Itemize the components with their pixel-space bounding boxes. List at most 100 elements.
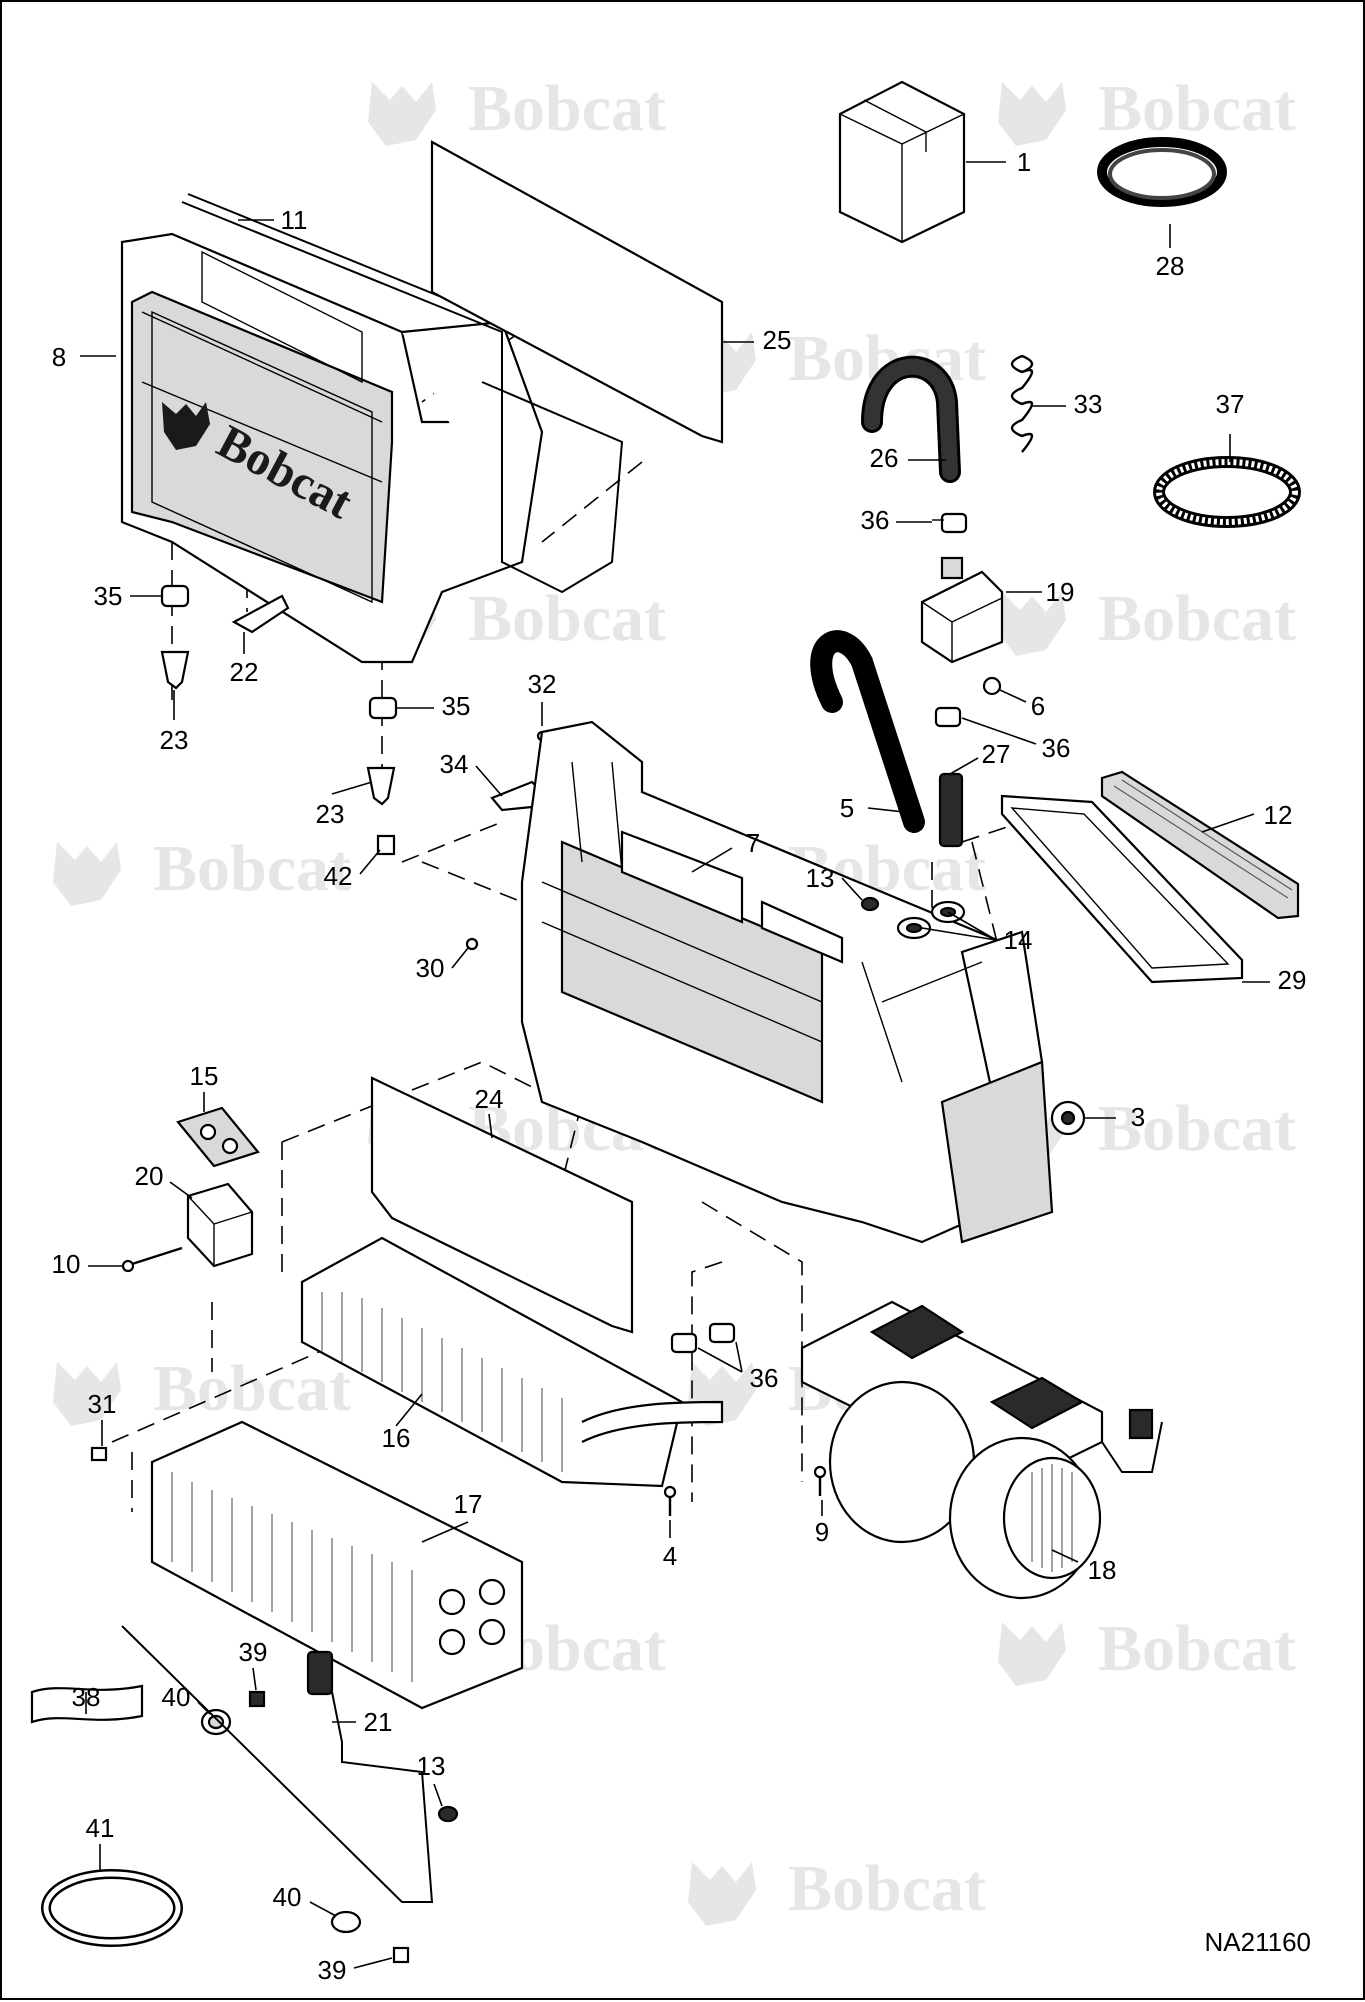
callout-10: 10 bbox=[52, 1249, 81, 1279]
callout-17: 17 bbox=[454, 1489, 483, 1519]
part-41-foam-roll bbox=[41, 1869, 183, 1947]
callout-33: 33 bbox=[1074, 389, 1103, 419]
callout-12: 12 bbox=[1264, 800, 1293, 830]
callout-35: 35 bbox=[442, 691, 471, 721]
callout-6: 6 bbox=[1031, 691, 1045, 721]
part-33-spring bbox=[1010, 354, 1034, 453]
part-20-expansion-valve bbox=[186, 1182, 254, 1268]
part-37-braided-gasket bbox=[1153, 456, 1301, 528]
callout-1: 1 bbox=[1017, 147, 1031, 177]
callout-23: 23 bbox=[316, 799, 345, 829]
part-42-fastener bbox=[376, 834, 396, 856]
callout-22: 22 bbox=[230, 657, 259, 687]
callout-4: 4 bbox=[663, 1541, 677, 1571]
callout-8: 8 bbox=[52, 342, 66, 372]
part-31-clip bbox=[90, 1446, 108, 1462]
callout-34: 34 bbox=[440, 749, 469, 779]
callout-42: 42 bbox=[324, 861, 353, 891]
callout-30: 30 bbox=[416, 953, 445, 983]
part-1-box bbox=[838, 80, 966, 244]
part-39-pad-lower bbox=[392, 1946, 410, 1964]
callout-27: 27 bbox=[982, 739, 1011, 769]
callout-38: 38 bbox=[72, 1682, 101, 1712]
callout-3: 3 bbox=[1131, 1102, 1145, 1132]
part-25-filter-pad bbox=[430, 140, 724, 444]
part-40-clamp-lower bbox=[330, 1910, 362, 1934]
watermark: Bobcat bbox=[53, 832, 351, 906]
callout-19: 19 bbox=[1046, 577, 1075, 607]
part-27-hose bbox=[938, 772, 964, 848]
callout-7: 7 bbox=[746, 828, 760, 858]
callout-11: 11 bbox=[281, 205, 308, 235]
callout-36: 36 bbox=[1042, 733, 1071, 763]
svg-text:Bobcat: Bobcat bbox=[153, 832, 351, 905]
callout-28: 28 bbox=[1156, 251, 1185, 281]
part-15-gasket bbox=[176, 1106, 260, 1168]
watermark: Bobcat bbox=[998, 582, 1296, 656]
callout-20: 20 bbox=[135, 1161, 164, 1191]
part-21-sensor bbox=[121, 1625, 434, 1903]
callout-5: 5 bbox=[840, 793, 854, 823]
watermark: Bobcat bbox=[368, 72, 666, 146]
part-36-clamp-mid bbox=[934, 706, 962, 728]
callout-37: 37 bbox=[1216, 389, 1245, 419]
callout-9: 9 bbox=[815, 1517, 829, 1547]
part-19-valve bbox=[920, 556, 1004, 664]
part-7-main-housing bbox=[520, 720, 1054, 1244]
callout-41: 41 bbox=[86, 1813, 115, 1843]
part-39-pad-upper bbox=[248, 1690, 266, 1708]
part-10-bolt bbox=[121, 1246, 183, 1273]
part-23-plug-mid bbox=[366, 766, 396, 806]
part-22-clip bbox=[231, 594, 290, 634]
callout-21: 21 bbox=[364, 1707, 393, 1737]
callout-35: 35 bbox=[94, 581, 123, 611]
callout-16: 16 bbox=[382, 1423, 411, 1453]
part-24-filter-panel bbox=[370, 1076, 634, 1334]
callout-40: 40 bbox=[162, 1682, 191, 1712]
watermark: Bobcat bbox=[688, 1852, 986, 1926]
callout-31: 31 bbox=[88, 1389, 117, 1419]
part-17-evaporator bbox=[150, 1420, 524, 1710]
part-4-screw bbox=[663, 1485, 677, 1516]
part-13-cap-lower bbox=[437, 1805, 459, 1823]
part-8-bobcat-cover: Bobcat bbox=[120, 232, 544, 664]
callout-18: 18 bbox=[1088, 1555, 1117, 1585]
watermark: Bobcat bbox=[53, 1352, 351, 1426]
callout-40: 40 bbox=[273, 1882, 302, 1912]
part-12-grille bbox=[1100, 770, 1300, 920]
part-13-cap-upper bbox=[860, 896, 880, 912]
svg-text:Bobcat: Bobcat bbox=[1098, 72, 1296, 145]
svg-text:Bobcat: Bobcat bbox=[1098, 582, 1296, 655]
watermark: Bobcat bbox=[998, 72, 1296, 146]
callout-39: 39 bbox=[239, 1637, 268, 1667]
part-6-screw bbox=[982, 676, 1002, 696]
part-18-blower bbox=[800, 1300, 1163, 1600]
part-38-strip bbox=[30, 1684, 144, 1724]
svg-text:Bobcat: Bobcat bbox=[468, 582, 666, 655]
callout-26: 26 bbox=[870, 443, 899, 473]
callout-24: 24 bbox=[475, 1084, 504, 1114]
part-35-clamp-left bbox=[160, 584, 190, 608]
part-29-gasket-frame bbox=[1000, 794, 1244, 984]
callout-25: 25 bbox=[763, 325, 792, 355]
svg-text:Bobcat: Bobcat bbox=[153, 1352, 351, 1425]
part-26-hose bbox=[861, 355, 961, 483]
part-5-hose bbox=[810, 630, 925, 833]
part-9-screw bbox=[813, 1465, 827, 1496]
callout-36: 36 bbox=[861, 505, 890, 535]
leader-lines bbox=[80, 161, 1270, 1969]
callout-23: 23 bbox=[160, 725, 189, 755]
part-23-plug-left bbox=[160, 650, 190, 690]
callout-29: 29 bbox=[1278, 965, 1307, 995]
callout-13: 13 bbox=[417, 1751, 446, 1781]
callout-15: 15 bbox=[190, 1061, 219, 1091]
callout-14: 14 bbox=[1004, 925, 1033, 955]
svg-text:Bobcat: Bobcat bbox=[1098, 1612, 1296, 1685]
svg-text:Bobcat: Bobcat bbox=[1098, 1092, 1296, 1165]
part-3-grommet bbox=[1050, 1100, 1086, 1136]
part-40-grommet-upper bbox=[200, 1708, 232, 1736]
callout-36: 36 bbox=[750, 1363, 779, 1393]
